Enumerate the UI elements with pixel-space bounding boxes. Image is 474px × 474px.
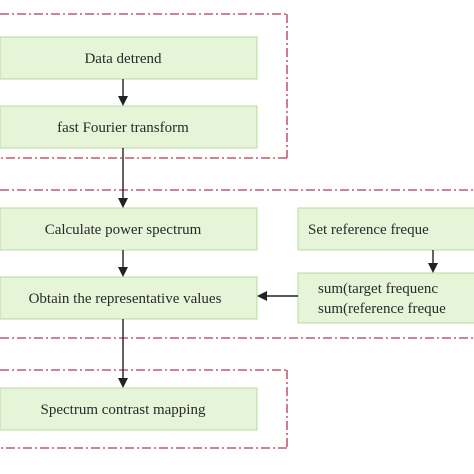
box-power-spectrum: Calculate power spectrum — [0, 207, 258, 251]
box-contrast-mapping: Spectrum contrast mapping — [0, 387, 258, 431]
box-representative-values: Obtain the representative values — [0, 276, 258, 320]
box-reference-frequency-label: Set reference freque — [308, 222, 429, 238]
box-contrast-mapping-label: Spectrum contrast mapping — [41, 402, 206, 418]
box-fft: fast Fourier transform — [0, 105, 258, 149]
box-reference-frequency: Set reference freque — [297, 207, 474, 251]
box-sum-target-label: sum(target frequenc — [318, 281, 438, 297]
box-data-detrend: Data detrend — [0, 36, 258, 80]
box-fft-label: fast Fourier transform — [57, 120, 189, 136]
box-sum-ratio: sum(target frequenc sum(reference freque — [297, 272, 474, 324]
box-power-spectrum-label: Calculate power spectrum — [45, 222, 202, 238]
group-frame-spectrum-analysis — [0, 189, 474, 339]
box-representative-values-label: Obtain the representative values — [29, 291, 222, 307]
box-sum-reference-label: sum(reference freque — [318, 301, 446, 317]
box-data-detrend-label: Data detrend — [84, 51, 162, 67]
group-frame-mapping — [0, 369, 288, 449]
group-frame-preprocessing — [0, 13, 288, 159]
